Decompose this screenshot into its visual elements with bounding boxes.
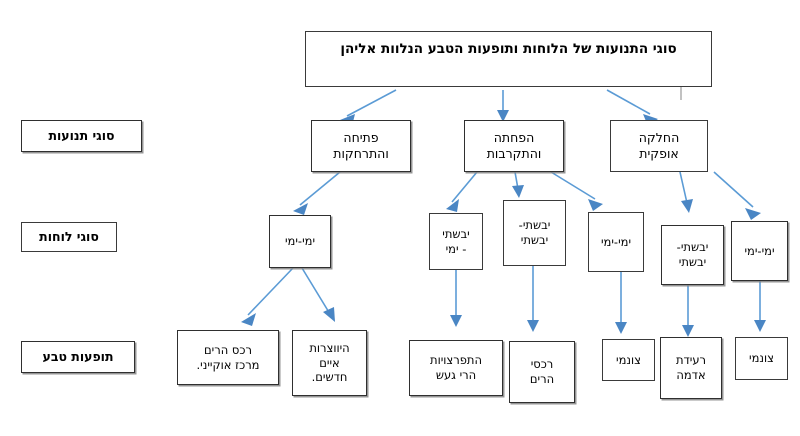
row-label-plate-types-text: סוגי לוחות <box>39 229 99 244</box>
node-tsunami-b[interactable]: צונמי <box>735 337 788 380</box>
arrow-title-to-subduction <box>497 90 509 122</box>
row-label-nature-phenomena: תופעות טבע <box>21 341 135 373</box>
diagram-title-box: סוגי התנועות של הלוחות ותופעות הטבע הנלו… <box>305 31 712 87</box>
node-plate-ocean-ocean-a[interactable]: ימי-ימי <box>269 215 331 268</box>
row-label-nature-phenomena-text: תופעות טבע <box>42 349 114 364</box>
node-volcano-eruptions[interactable]: התפרצויות הרי געש <box>409 340 503 396</box>
arrow-subduction-to-plate-land-ocean <box>446 171 478 212</box>
node-tsunami-a-label: צונמי <box>616 352 641 367</box>
node-opening-separating-label: פתיחה והתרחקות <box>333 130 389 161</box>
row-label-movement-types: סוגי תנועות <box>21 120 142 152</box>
arrow-plate-a-to-mountain-ridge <box>241 267 294 326</box>
arrow-plate-ocean-ocean-c-to-tsunami-b <box>754 281 766 332</box>
arrow-plate-land-ocean-to-volcano <box>450 270 462 327</box>
arrow-plate-ocean-ocean-b-to-tsunami-a <box>615 272 627 334</box>
node-subduction-converging-label: הפחתה והתקרבות <box>486 130 542 161</box>
node-horizontal-sliding-label: החלקה אופקית <box>638 130 680 161</box>
row-label-movement-types-text: סוגי תנועות <box>48 128 115 143</box>
node-plate-ocean-ocean-a-label: ימי-ימי <box>284 234 316 249</box>
node-plate-land-land-b[interactable]: יבשתי- יבשתי <box>661 225 724 285</box>
row-label-plate-types: סוגי לוחות <box>21 222 117 252</box>
node-tsunami-a[interactable]: צונמי <box>602 339 655 381</box>
node-earthquake[interactable]: רעידת אדמה <box>660 337 722 399</box>
arrow-plate-land-land-b-to-earthquake <box>682 285 694 337</box>
diagram-title-text: סוגי התנועות של הלוחות ותופעות הטבע הנלו… <box>340 41 677 57</box>
node-new-islands-formation[interactable]: היווצרות איים חדשים. <box>292 330 367 396</box>
node-earthquake-label: רעידת אדמה <box>675 353 707 382</box>
arrow-sliding-to-plate-land-land-b <box>679 171 693 213</box>
node-subduction-converging[interactable]: הפחתה והתקרבות <box>464 120 564 172</box>
node-plate-land-land-b-label: יבשתי- יבשתי <box>676 240 709 269</box>
node-mountain-ridges-label: רכסי הרים <box>529 357 555 386</box>
node-tsunami-b-label: צונמי <box>749 351 774 366</box>
arrow-sliding-to-plate-ocean-ocean-c <box>713 171 761 220</box>
node-plate-ocean-ocean-c[interactable]: ימי-ימי <box>731 221 788 281</box>
node-mountain-ridges[interactable]: רכסי הרים <box>509 341 575 403</box>
arrow-opening-to-plate-ocean-ocean-a <box>293 171 341 215</box>
node-new-islands-formation-label: היווצרות איים חדשים. <box>309 340 350 385</box>
node-plate-ocean-ocean-c-label: ימי-ימי <box>744 243 775 258</box>
node-volcano-eruptions-label: התפרצויות הרי געש <box>430 353 482 382</box>
node-plate-land-ocean-label: יבשתי - ימי <box>442 226 470 256</box>
node-mountain-ridge-ocean-center-label: רכס הרים מרכז אוקייני. <box>196 342 260 372</box>
arrow-plate-land-land-a-to-ridges <box>527 266 539 332</box>
node-mountain-ridge-ocean-center[interactable]: רכס הרים מרכז אוקייני. <box>177 330 279 385</box>
node-plate-land-land-a[interactable]: יבשתי- יבשתי <box>503 200 566 266</box>
node-opening-separating[interactable]: פתיחה והתרחקות <box>311 120 411 172</box>
node-horizontal-sliding[interactable]: החלקה אופקית <box>610 120 708 172</box>
node-plate-land-ocean[interactable]: יבשתי - ימי <box>429 213 483 270</box>
arrow-plate-a-to-new-islands <box>301 267 335 322</box>
node-plate-ocean-ocean-b-label: ימי-ימי <box>600 234 632 249</box>
node-plate-land-land-a-label: יבשתי- יבשתי <box>518 218 551 247</box>
node-plate-ocean-ocean-b[interactable]: ימי-ימי <box>588 212 644 272</box>
arrow-subduction-to-plate-land-land-a <box>512 171 524 198</box>
